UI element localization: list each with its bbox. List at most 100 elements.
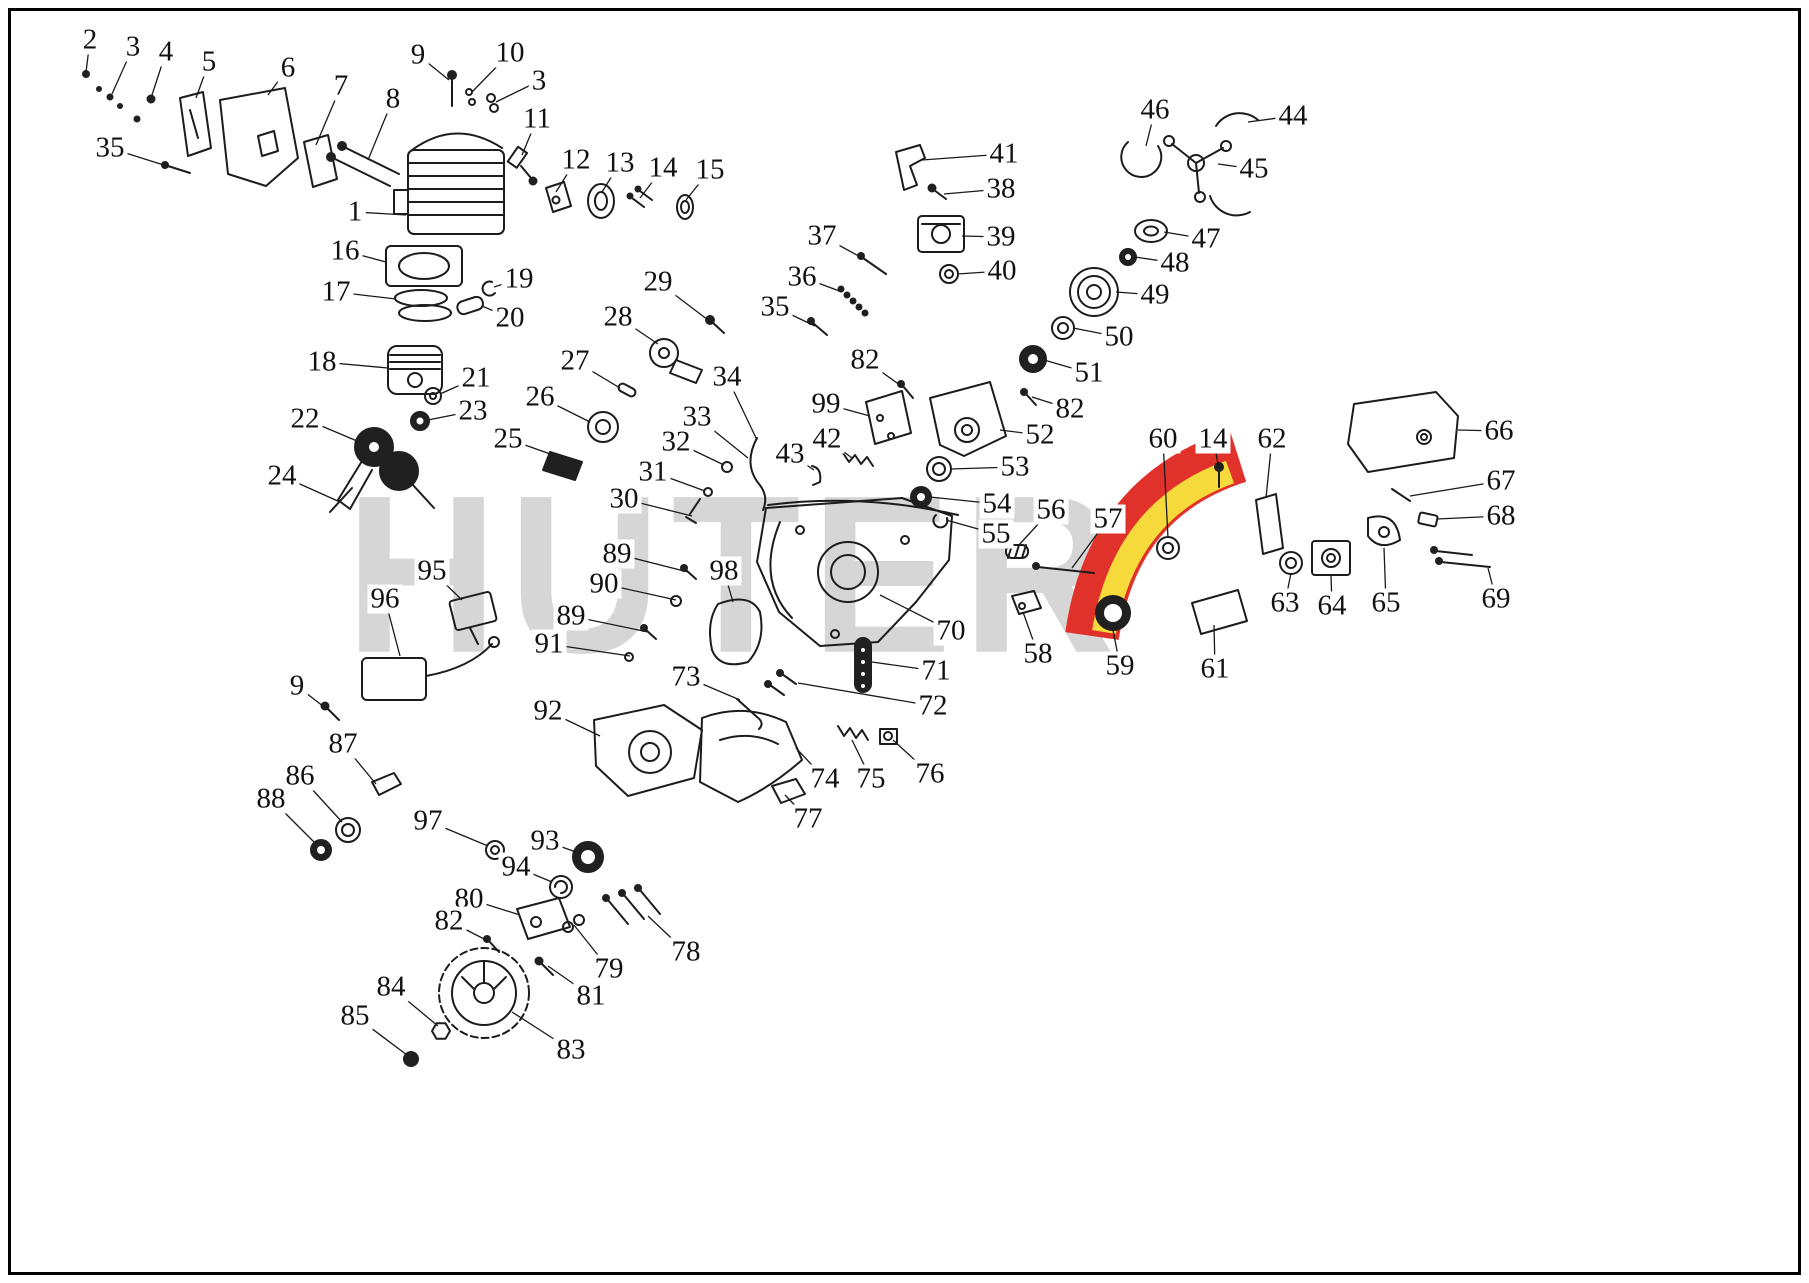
part-callout-82: 82 — [1052, 394, 1088, 424]
part-callout-43: 43 — [772, 439, 808, 469]
part-callout-93: 93 — [527, 826, 563, 856]
part-callout-3: 3 — [122, 32, 144, 62]
part-callout-48: 48 — [1157, 248, 1193, 278]
part-callout-32: 32 — [658, 427, 694, 457]
part-callout-17: 17 — [318, 277, 354, 307]
part-callout-97: 97 — [410, 806, 446, 836]
part-callout-70: 70 — [933, 616, 969, 646]
part-callout-56: 56 — [1033, 495, 1069, 525]
part-callout-69: 69 — [1478, 584, 1514, 614]
part-callout-2: 2 — [79, 25, 101, 55]
part-callout-99: 99 — [808, 389, 844, 419]
part-callout-78: 78 — [668, 937, 704, 967]
part-callout-49: 49 — [1137, 280, 1173, 310]
part-callout-19: 19 — [501, 264, 537, 294]
part-callout-63: 63 — [1267, 588, 1303, 618]
part-callout-75: 75 — [853, 764, 889, 794]
part-callout-20: 20 — [492, 303, 528, 333]
part-callout-72: 72 — [915, 691, 951, 721]
part-callout-26: 26 — [522, 382, 558, 412]
part-callout-47: 47 — [1188, 224, 1224, 254]
part-callout-67: 67 — [1483, 466, 1519, 496]
part-callout-84: 84 — [373, 972, 409, 1002]
part-callout-11: 11 — [520, 104, 554, 134]
part-callout-6: 6 — [277, 53, 299, 83]
part-callout-4: 4 — [155, 37, 177, 67]
part-callout-42: 42 — [809, 424, 845, 454]
part-callout-82: 82 — [431, 906, 467, 936]
part-callout-94: 94 — [498, 852, 534, 882]
part-callout-21: 21 — [458, 363, 494, 393]
part-callout-37: 37 — [804, 221, 840, 251]
part-callout-5: 5 — [198, 47, 220, 77]
part-callout-22: 22 — [287, 404, 323, 434]
part-callout-52: 52 — [1022, 420, 1058, 450]
part-callout-73: 73 — [668, 662, 704, 692]
part-callout-1: 1 — [344, 197, 366, 227]
part-callout-77: 77 — [790, 804, 826, 834]
part-callout-68: 68 — [1483, 501, 1519, 531]
part-callout-8: 8 — [382, 84, 404, 114]
part-callout-14: 14 — [645, 153, 681, 183]
part-callout-89: 89 — [553, 601, 589, 631]
part-callout-59: 59 — [1102, 651, 1138, 681]
part-callout-35: 35 — [92, 133, 128, 163]
part-callout-85: 85 — [337, 1001, 373, 1031]
part-callout-46: 46 — [1137, 95, 1173, 125]
part-callout-13: 13 — [602, 148, 638, 178]
part-callout-74: 74 — [807, 764, 843, 794]
part-callout-82: 82 — [847, 345, 883, 375]
part-callout-3: 3 — [528, 66, 550, 96]
part-callout-81: 81 — [573, 981, 609, 1011]
part-callout-36: 36 — [784, 262, 820, 292]
part-callout-23: 23 — [455, 396, 491, 426]
part-callout-64: 64 — [1314, 591, 1350, 621]
part-callout-98: 98 — [706, 556, 742, 586]
part-callout-87: 87 — [325, 729, 361, 759]
part-callout-45: 45 — [1236, 154, 1272, 184]
part-callout-58: 58 — [1020, 639, 1056, 669]
part-callout-54: 54 — [979, 489, 1015, 519]
part-callout-12: 12 — [558, 145, 594, 175]
part-callout-14: 14 — [1195, 424, 1231, 454]
part-callout-60: 60 — [1145, 424, 1181, 454]
part-callout-40: 40 — [984, 256, 1020, 286]
part-callout-18: 18 — [304, 347, 340, 377]
part-callout-51: 51 — [1071, 358, 1107, 388]
part-callout-90: 90 — [586, 569, 622, 599]
part-callout-30: 30 — [606, 484, 642, 514]
part-callout-28: 28 — [600, 302, 636, 332]
part-callout-39: 39 — [983, 222, 1019, 252]
part-callout-89: 89 — [599, 539, 635, 569]
part-callout-41: 41 — [986, 139, 1022, 169]
part-callout-62: 62 — [1254, 424, 1290, 454]
part-callout-91: 91 — [531, 629, 567, 659]
part-callout-38: 38 — [983, 174, 1019, 204]
part-callout-88: 88 — [253, 784, 289, 814]
part-callout-65: 65 — [1368, 588, 1404, 618]
part-callout-10: 10 — [492, 38, 528, 68]
part-callout-34: 34 — [709, 362, 745, 392]
part-callout-27: 27 — [557, 346, 593, 376]
part-callout-15: 15 — [692, 155, 728, 185]
part-callout-29: 29 — [640, 267, 676, 297]
part-callout-35: 35 — [757, 292, 793, 322]
part-callout-7: 7 — [330, 71, 352, 101]
part-callout-9: 9 — [407, 40, 429, 70]
part-callout-24: 24 — [264, 461, 300, 491]
part-callout-92: 92 — [530, 696, 566, 726]
part-callout-96: 96 — [367, 584, 403, 614]
part-callout-16: 16 — [327, 236, 363, 266]
part-callout-25: 25 — [490, 424, 526, 454]
part-callout-31: 31 — [635, 457, 671, 487]
part-callout-50: 50 — [1101, 322, 1137, 352]
part-callout-9: 9 — [286, 671, 308, 701]
part-callout-55: 55 — [978, 519, 1014, 549]
part-callout-95: 95 — [414, 556, 450, 586]
part-callout-57: 57 — [1090, 504, 1126, 534]
part-callout-44: 44 — [1275, 101, 1311, 131]
part-callout-76: 76 — [912, 759, 948, 789]
part-callout-83: 83 — [553, 1035, 589, 1065]
